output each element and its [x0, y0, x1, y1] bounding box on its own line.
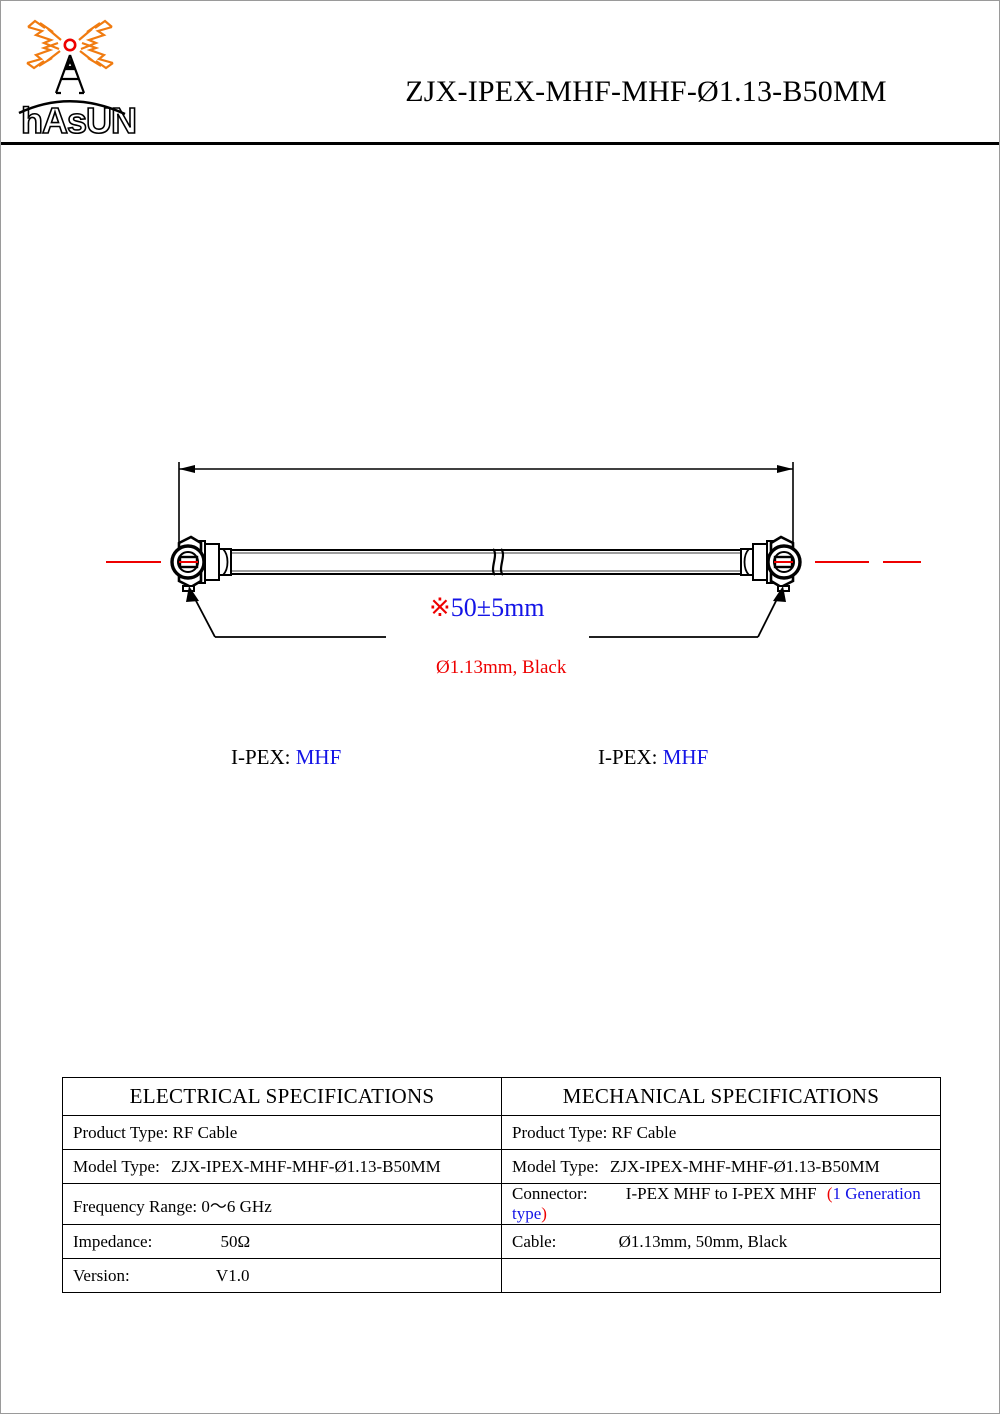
logo-signal-dot: [63, 38, 77, 52]
cable-body: [229, 549, 745, 575]
mechanical-spec-header: MECHANICAL SPECIFICATIONS: [501, 1077, 941, 1116]
right-connector-type: MHF: [662, 745, 709, 769]
table-row: Frequency Range: 0～6 GHz Connector: I-PE…: [62, 1183, 941, 1225]
mechanical-row-3-label: Cable:: [512, 1231, 557, 1251]
electrical-row-4: Version: V1.0: [62, 1258, 502, 1293]
right-connector-label: I-PEX: MHF: [598, 745, 708, 770]
left-leader-arrow: [186, 586, 199, 602]
mechanical-row-1: Model Type: ZJX-IPEX-MHF-MHF-Ø1.13-B50MM: [501, 1149, 941, 1184]
right-connector-prefix: I-PEX:: [598, 745, 658, 769]
header-divider: [1, 142, 999, 145]
right-connector: [740, 535, 802, 592]
mechanical-row-2-label: Connector:: [512, 1184, 588, 1203]
electrical-row-2-label: Frequency Range: 0～6 GHz: [73, 1196, 272, 1216]
antenna-tower-logo-graphic: hAsUN: [18, 19, 138, 142]
mechanical-row-1-value: ZJX-IPEX-MHF-MHF-Ø1.13-B50MM: [610, 1156, 880, 1176]
table-row: Product Type: RF Cable Product Type: RF …: [62, 1115, 941, 1150]
left-connector-type: MHF: [295, 745, 342, 769]
mechanical-row-3-value: Ø1.13mm, 50mm, Black: [618, 1231, 788, 1251]
table-row: Impedance: 50Ω Cable: Ø1.13mm, 50mm, Bla…: [62, 1224, 941, 1259]
left-leader-line: [193, 596, 386, 638]
right-leader-line: [589, 596, 779, 638]
left-connector-label: I-PEX: MHF: [231, 745, 341, 770]
mechanical-row-0-label: Product Type: RF Cable: [512, 1122, 677, 1142]
dimension-mark-icon: ※: [429, 593, 451, 622]
cable-break-symbol: [491, 548, 505, 576]
left-connector-prefix: I-PEX:: [231, 745, 291, 769]
electrical-row-0-label: Product Type: RF Cable: [73, 1122, 238, 1142]
company-logo: hAsUN: [15, 9, 155, 142]
mechanical-row-2-value: I-PEX MHF to I-PEX MHF: [625, 1184, 817, 1203]
electrical-row-3: Impedance: 50Ω: [62, 1224, 502, 1259]
mechanical-row-4: [501, 1258, 941, 1293]
logo-arc: [18, 100, 126, 116]
electrical-row-3-value: 50Ω: [220, 1231, 251, 1251]
electrical-row-3-label: Impedance:: [73, 1231, 153, 1251]
page-title: ZJX-IPEX-MHF-MHF-Ø1.13-B50MM: [405, 75, 887, 108]
cable-spec-label: Ø1.13mm, Black: [436, 657, 567, 678]
mechanical-row-2-note: (1 Generation type): [512, 1184, 921, 1223]
electrical-row-1-label: Model Type:: [73, 1156, 160, 1176]
page-header: hAsUN ZJX-IPEX-MHF-MHF-Ø1.13-B50MM: [1, 1, 999, 145]
mechanical-row-3: Cable: Ø1.13mm, 50mm, Black: [501, 1224, 941, 1259]
electrical-row-4-value: V1.0: [215, 1265, 250, 1285]
right-leader-arrow: [773, 586, 786, 602]
table-header-row: ELECTRICAL SPECIFICATIONS MECHANICAL SPE…: [62, 1077, 941, 1116]
product-drawing: ※50±5mm Ø1.13mm, Black I-PEX: MHF I-PEX:…: [1, 145, 999, 1055]
left-connector: [170, 535, 232, 592]
mechanical-row-0: Product Type: RF Cable: [501, 1115, 941, 1150]
length-dimension-label: ※50±5mm: [429, 593, 545, 623]
table-row: Model Type: ZJX-IPEX-MHF-MHF-Ø1.13-B50MM…: [62, 1149, 941, 1184]
electrical-row-0: Product Type: RF Cable: [62, 1115, 502, 1150]
mechanical-row-1-label: Model Type:: [512, 1156, 599, 1176]
dim-arrow-left: [179, 465, 195, 473]
electrical-row-1-value: ZJX-IPEX-MHF-MHF-Ø1.13-B50MM: [171, 1156, 441, 1176]
mechanical-row-2: Connector: I-PEX MHF to I-PEX MHF (1 Gen…: [501, 1183, 941, 1225]
dimension-value: 50±5mm: [450, 593, 545, 622]
electrical-row-2: Frequency Range: 0～6 GHz: [62, 1183, 502, 1225]
table-row: Version: V1.0: [62, 1258, 941, 1293]
specifications-table: ELECTRICAL SPECIFICATIONS MECHANICAL SPE…: [62, 1077, 941, 1293]
electrical-row-4-label: Version:: [73, 1265, 130, 1285]
electrical-row-1: Model Type: ZJX-IPEX-MHF-MHF-Ø1.13-B50MM: [62, 1149, 502, 1184]
cable-assembly-drawing: [106, 462, 921, 638]
dim-arrow-right: [777, 465, 793, 473]
svg-text:hAsUN: hAsUN: [21, 100, 136, 137]
electrical-spec-header: ELECTRICAL SPECIFICATIONS: [62, 1077, 502, 1116]
